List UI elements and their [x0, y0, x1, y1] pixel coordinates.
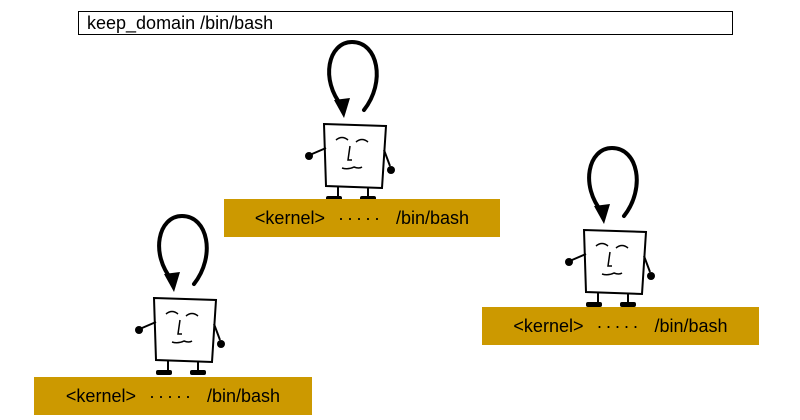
domain-program-label: /bin/bash [396, 208, 470, 228]
process-character-1 [290, 39, 420, 205]
domain-platform-3: <kernel> ····· /bin/bash [34, 377, 312, 415]
domain-separator: ····· [338, 208, 383, 228]
process-character-icon [305, 39, 395, 201]
command-label: keep_domain /bin/bash [78, 11, 733, 35]
domain-kernel-label: <kernel> [254, 208, 325, 228]
domain-kernel-label: <kernel> [513, 316, 584, 336]
command-text: keep_domain /bin/bash [87, 13, 274, 33]
process-character-3 [120, 213, 250, 379]
domain-program-label: /bin/bash [654, 316, 728, 336]
domain-platform-2: <kernel> ····· /bin/bash [482, 307, 759, 345]
process-character-icon [135, 213, 225, 375]
domain-platform-1: <kernel> ····· /bin/bash [224, 199, 500, 237]
domain-kernel-label: <kernel> [65, 386, 136, 406]
domain-program-label: /bin/bash [207, 386, 281, 406]
domain-separator: ····· [149, 386, 194, 406]
process-character-icon [565, 145, 655, 307]
process-character-2 [550, 145, 680, 311]
domain-separator: ····· [596, 316, 642, 336]
